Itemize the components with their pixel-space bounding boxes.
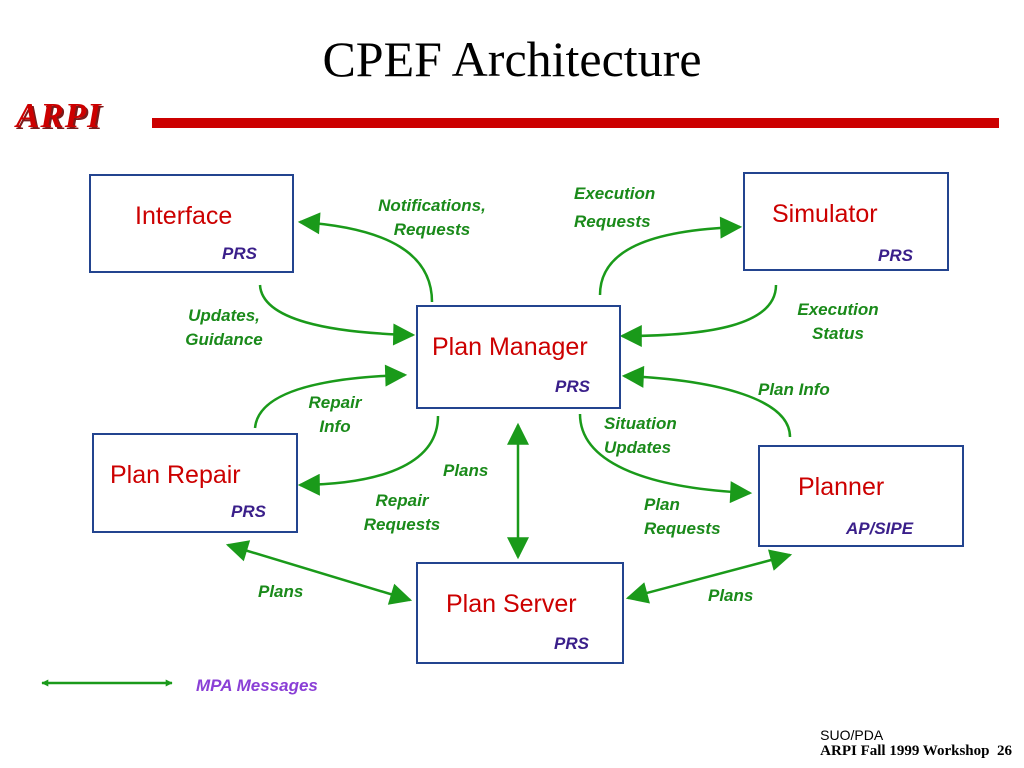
label-updates: Updates, Guidance: [185, 306, 263, 349]
legend-label: MPA Messages: [196, 676, 318, 695]
plan-server-subtitle: PRS: [554, 634, 589, 653]
interface-name: Interface: [135, 202, 233, 230]
page-number: 26: [997, 743, 1012, 759]
slide-footer: SUO/PDA ARPI Fall 1999 Workshop 26: [820, 727, 1012, 760]
arrow-notifications: [297, 212, 434, 303]
footer-event: ARPI Fall 1999 Workshop 26: [820, 743, 1012, 760]
header-divider: [152, 118, 999, 128]
label-execution-requests: Execution Requests: [574, 184, 656, 231]
interface-subtitle: PRS: [222, 244, 257, 263]
simulator-subtitle: PRS: [878, 246, 913, 265]
slide-title: CPEF Architecture: [322, 31, 702, 87]
simulator-box: Simulator PRS: [743, 172, 949, 271]
plan-manager-name: Plan Manager: [432, 333, 588, 361]
plan-server-box: Plan Server PRS: [416, 562, 624, 664]
planner-box: Planner AP/SIPE: [758, 445, 964, 547]
label-repair-info: Repair Info: [308, 393, 362, 436]
simulator-name: Simulator: [772, 200, 878, 228]
planner-name: Planner: [798, 473, 885, 501]
label-situation-updates: Situation Updates: [604, 414, 677, 457]
arpi-logo: ARPI: [16, 96, 102, 135]
arrow-repair-requests: [297, 415, 440, 496]
plan-repair-subtitle: PRS: [231, 502, 266, 521]
label-repair-requests: Repair Requests: [363, 491, 441, 534]
footer-workshop: ARPI Fall 1999 Workshop: [820, 743, 990, 759]
label-plans-left: Plans: [258, 582, 304, 601]
label-notifications: Notifications, Requests: [378, 196, 486, 239]
arrow-plans-right: [625, 549, 793, 604]
plan-repair-box: Plan Repair PRS: [92, 433, 298, 533]
arrow-plans-left: [225, 540, 413, 605]
planner-subtitle: AP/SIPE: [846, 519, 914, 538]
plan-server-name: Plan Server: [446, 590, 577, 618]
label-plan-info: Plan Info: [758, 380, 830, 399]
label-plan-requests: Plan Requests: [644, 495, 721, 538]
arrow-repair-info: [253, 364, 408, 429]
plan-manager-box: Plan Manager PRS: [416, 305, 621, 409]
plan-repair-name: Plan Repair: [110, 461, 241, 489]
arrow-updates: [258, 284, 416, 346]
label-plans-center: Plans: [443, 461, 489, 480]
label-plans-right: Plans: [708, 586, 754, 605]
arrow-situation-updates: [578, 413, 753, 504]
plan-manager-subtitle: PRS: [555, 377, 590, 396]
interface-box: Interface PRS: [89, 174, 294, 273]
footer-org: SUO/PDA: [820, 727, 884, 743]
label-execution-status: Execution Status: [797, 300, 879, 343]
arrow-execution-status: [619, 284, 778, 347]
arrow-plan-info: [621, 365, 792, 438]
arrow-execution-requests: [598, 216, 743, 296]
